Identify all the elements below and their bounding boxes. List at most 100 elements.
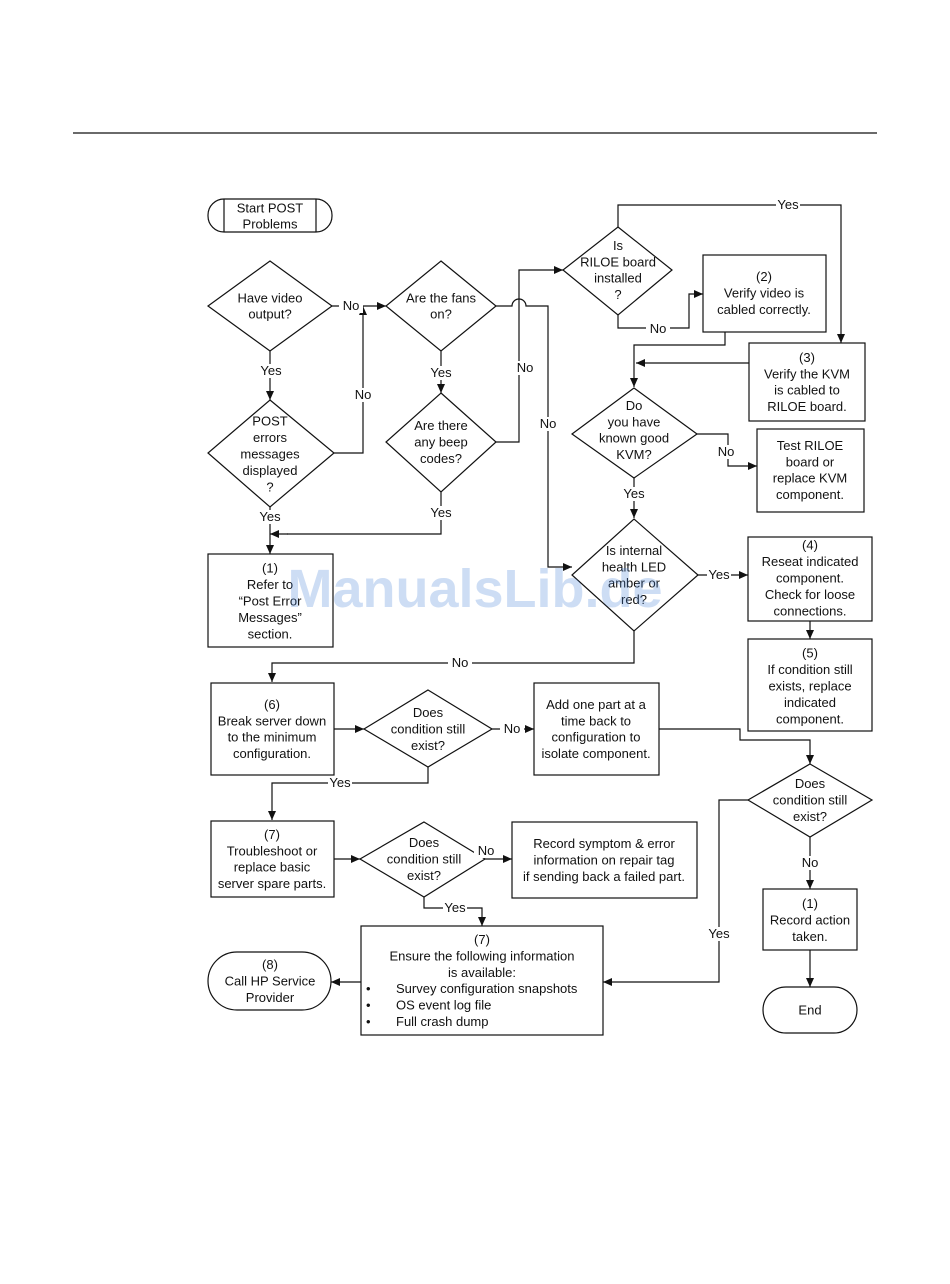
node-cond1-line: condition still bbox=[391, 722, 466, 737]
node-call-hp-line: Call HP Service bbox=[225, 974, 316, 989]
node-beep-line: any beep bbox=[414, 435, 468, 450]
node-beep-line: Are there bbox=[414, 418, 467, 433]
box-troubleshoot bbox=[210, 820, 335, 898]
node-ensure-heading-line: Ensure the following information bbox=[390, 948, 575, 963]
edge-label-bg bbox=[622, 487, 646, 501]
edge-label-video-no: No bbox=[343, 298, 360, 313]
bullet-icon: • bbox=[366, 981, 371, 996]
edge-beep-yes bbox=[287, 492, 442, 535]
decision-riloe bbox=[562, 226, 673, 316]
node-test-riloe-line: component. bbox=[776, 487, 844, 502]
edge-labels: YesNoNoYesYesNoNoYesYesNoNoYesYesNoNoYes… bbox=[258, 197, 822, 941]
decision-condition-1 bbox=[362, 689, 494, 768]
node-troubleshoot-line: server spare parts. bbox=[218, 876, 326, 891]
edge-label-riloe-yes: Yes bbox=[777, 197, 799, 212]
node-kvm-good-line: you have bbox=[608, 414, 661, 429]
node-kvm-good-line: KVM? bbox=[616, 447, 651, 462]
box-ensure bbox=[360, 925, 604, 1036]
edge-label-beep-yes: Yes bbox=[430, 505, 452, 520]
edge-label-bg bbox=[714, 445, 738, 459]
edge-label-bg bbox=[500, 722, 524, 736]
watermark: ManualsLib.de bbox=[287, 559, 662, 619]
node-record-symptom-line: Record symptom & error bbox=[533, 836, 675, 851]
node-add-part-line: Add one part at a bbox=[546, 697, 647, 712]
bullet-icon: • bbox=[366, 997, 371, 1012]
edge-label-fans-yes: Yes bbox=[430, 365, 452, 380]
edge-label-bg bbox=[707, 927, 731, 941]
node-beep-line: codes? bbox=[420, 451, 462, 466]
edge-label-bg bbox=[339, 299, 363, 313]
node-call-hp-line: Provider bbox=[246, 990, 295, 1005]
node-troubleshoot-line: (7) bbox=[264, 827, 280, 842]
node-post-errors-line: ? bbox=[266, 479, 273, 494]
terminator-call-hp bbox=[207, 951, 332, 1011]
bullet-icon: • bbox=[366, 1014, 371, 1029]
node-riloe-line: installed bbox=[594, 271, 642, 286]
node-health-led-line: red? bbox=[621, 592, 647, 607]
node-video-line: Have video bbox=[237, 290, 302, 305]
edge-label-riloe-no: No bbox=[650, 321, 667, 336]
node-troubleshoot-line: Troubleshoot or bbox=[227, 843, 318, 858]
edge-label-bg bbox=[448, 656, 472, 670]
decision-health-led bbox=[571, 518, 699, 632]
box-verify-video bbox=[702, 254, 827, 333]
node-ensure-heading-line: is available: bbox=[448, 965, 516, 980]
node-troubleshoot-line: replace basic bbox=[234, 860, 311, 875]
node-verify-video-line: Verify video is bbox=[724, 286, 805, 301]
edge-label-cond2-no: No bbox=[478, 843, 495, 858]
node-test-riloe-line: board or bbox=[786, 454, 835, 469]
box-break-down bbox=[210, 682, 335, 776]
edge-label-bg bbox=[258, 510, 282, 524]
edge-label-cond1-yes: Yes bbox=[329, 775, 351, 790]
edge-label-cond2-yes: Yes bbox=[444, 900, 466, 915]
node-video-line: output? bbox=[248, 307, 291, 322]
node-refer-line: (1) bbox=[262, 561, 278, 576]
edge-label-bg bbox=[798, 856, 822, 870]
node-ensure-item: OS event log file bbox=[396, 997, 491, 1012]
decision-fans bbox=[385, 260, 497, 352]
node-record-symptom-line: information on repair tag bbox=[534, 853, 675, 868]
node-verify-kvm-line: (3) bbox=[799, 350, 815, 365]
edge-label-led-no: No bbox=[452, 655, 469, 670]
node-replace-line: component. bbox=[776, 711, 844, 726]
node-record-action-line: (1) bbox=[802, 896, 818, 911]
node-refer-line: section. bbox=[248, 626, 293, 641]
node-kvm-good-line: Do bbox=[626, 398, 643, 413]
node-verify-video-line: cabled correctly. bbox=[717, 302, 811, 317]
edge-label-cond1-no: No bbox=[504, 721, 521, 736]
node-post-errors-line: errors bbox=[253, 430, 287, 445]
node-call-hp-line: (8) bbox=[262, 957, 278, 972]
node-test-riloe-line: replace KVM bbox=[773, 471, 847, 486]
node-add-part-line: isolate component. bbox=[541, 746, 650, 761]
decision-condition-2 bbox=[358, 821, 487, 898]
node-verify-kvm-line: is cabled to bbox=[774, 383, 840, 398]
node-riloe-line: Is bbox=[613, 238, 624, 253]
box-verify-kvm bbox=[748, 342, 866, 422]
edge-label-bg bbox=[429, 366, 453, 380]
node-add-part-line: configuration to bbox=[552, 730, 641, 745]
edge-label-condr-yes: Yes bbox=[708, 926, 730, 941]
node-cond2-line: exist? bbox=[407, 868, 441, 883]
node-post-errors-line: POST bbox=[252, 414, 287, 429]
edge-label-fans-no: No bbox=[540, 416, 557, 431]
node-verify-kvm-line: RILOE board. bbox=[767, 399, 847, 414]
edge-video-kvm bbox=[630, 332, 726, 387]
node-add-part-line: time back to bbox=[561, 713, 631, 728]
node-cond1-line: Does bbox=[413, 705, 444, 720]
edge-label-bg bbox=[351, 388, 375, 402]
decision-post-errors bbox=[207, 399, 335, 508]
node-reseat-line: connections. bbox=[774, 603, 847, 618]
node-cond-right-line: Does bbox=[795, 776, 826, 791]
node-refer-line: Messages” bbox=[238, 610, 302, 625]
decision-video-output bbox=[206, 260, 334, 352]
box-refer bbox=[207, 553, 334, 648]
edge-label-bg bbox=[707, 568, 731, 582]
node-post-errors-line: displayed bbox=[243, 463, 298, 478]
decision-condition-right bbox=[746, 763, 874, 838]
start-terminator bbox=[207, 198, 333, 233]
edge-label-bg bbox=[474, 844, 498, 858]
shapes bbox=[206, 198, 874, 1036]
edge-label-kvm-yes: Yes bbox=[623, 486, 645, 501]
